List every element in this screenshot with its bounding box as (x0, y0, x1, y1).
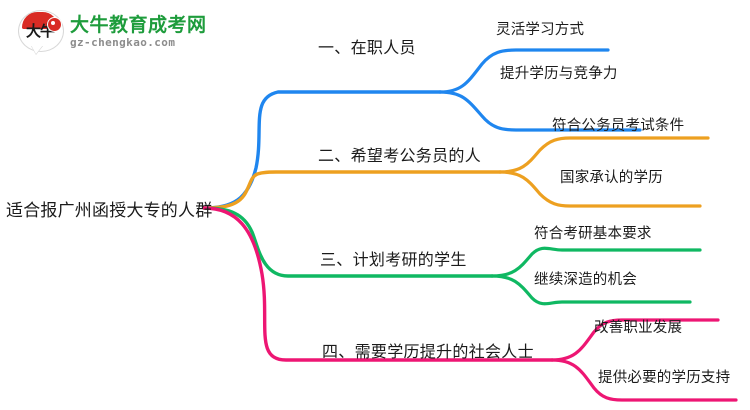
leaf-label-2-2[interactable]: 国家承认的学历 (560, 170, 663, 186)
branch-label-4[interactable]: 四、需要学历提升的社会人士 (322, 342, 534, 361)
logo-badge-icon (47, 17, 62, 32)
leaf-fork-1-2 (438, 90, 642, 132)
leaf-fork-1-1 (438, 48, 610, 94)
logo-bubble-tail-shape (31, 45, 43, 54)
branch-label-1[interactable]: 一、在职人员 (318, 38, 416, 57)
leaf-label-3-1[interactable]: 符合考研基本要求 (534, 226, 652, 242)
leaf-label-3-2[interactable]: 继续深造的机会 (534, 272, 637, 288)
root-node-label[interactable]: 适合报广州函授大专的人群 (6, 201, 213, 221)
leaf-label-1-2[interactable]: 提升学历与竞争力 (500, 66, 618, 82)
leaf-fork-2-1 (498, 136, 710, 174)
leaf-fork-2-2 (498, 170, 702, 208)
leaf-label-1-1[interactable]: 灵活学习方式 (496, 22, 585, 38)
branch-connector-2 (202, 136, 710, 210)
logo-url: gz-chengkao.com (70, 36, 176, 49)
branch-label-2[interactable]: 二、希望考公务员的人 (318, 146, 482, 165)
logo-wordmark: 大牛教育成考网 gz-chengkao.com (70, 14, 207, 50)
leaf-label-2-1[interactable]: 符合公务员考试条件 (552, 118, 685, 134)
branch-connector-4 (202, 206, 738, 402)
site-logo: 大牛 大牛教育成考网 gz-chengkao.com (18, 6, 208, 58)
branch-curve-3 (202, 206, 494, 278)
logo-title: 大牛教育成考网 (70, 14, 207, 36)
leaf-fork-4-2 (550, 358, 738, 402)
logo-mark-icon: 大牛 (18, 9, 64, 55)
leaf-fork-3-1 (490, 246, 702, 278)
branch-curve-4 (202, 206, 554, 362)
leaf-label-4-2[interactable]: 提供必要的学历支持 (598, 370, 731, 386)
branch-curve-2 (202, 170, 502, 210)
branch-label-3[interactable]: 三、计划考研的学生 (320, 250, 467, 269)
leaf-label-4-1[interactable]: 改善职业发展 (594, 320, 683, 336)
leaf-fork-4-1 (550, 318, 720, 362)
branch-connector-3 (202, 206, 702, 306)
leaf-fork-3-2 (490, 274, 692, 306)
